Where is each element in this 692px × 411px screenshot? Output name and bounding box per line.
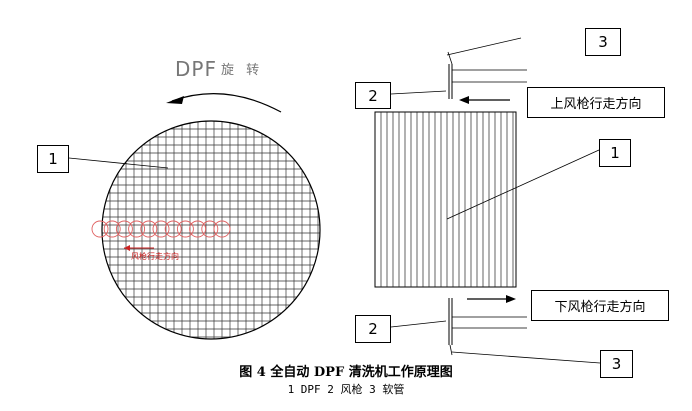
gun-ring <box>128 220 146 238</box>
gun-ring <box>152 220 170 238</box>
gun-direction-label: 风枪行走方向 <box>131 252 179 261</box>
upper-gun-hose <box>447 51 453 65</box>
figure-caption-title: 图 4 全自动 DPF 清洗机工作原理图 <box>239 365 453 380</box>
gun-ring <box>189 220 207 238</box>
leader-upper-hose <box>446 37 522 56</box>
lower-gun-hose <box>449 344 453 356</box>
upper-direction-arrowhead <box>459 96 469 104</box>
dpf-face-outline <box>101 120 321 340</box>
leader-left-filter <box>68 157 169 169</box>
callout-left-filter: 1 <box>37 145 69 173</box>
dpf-face-grid <box>102 121 320 339</box>
leader-right-filter <box>446 149 600 220</box>
gun-ring <box>164 220 182 238</box>
leader-lower-hose <box>451 351 601 364</box>
dpf-side-body <box>374 111 517 288</box>
gun-ring <box>103 220 121 238</box>
upper-direction-label: 上风枪行走方向 <box>527 87 665 118</box>
callout-lower-gun: 2 <box>355 315 391 343</box>
gun-ring <box>115 220 133 238</box>
dpf-side-channels <box>380 112 514 287</box>
leader-upper-gun <box>390 90 447 95</box>
callout-right-filter: 1 <box>599 139 631 167</box>
callout-lower-hose: 3 <box>600 350 633 378</box>
rotation-label-suffix: 旋 转 <box>220 63 264 78</box>
callout-upper-gun: 2 <box>355 82 391 109</box>
rotation-arrowhead <box>166 96 184 104</box>
gun-direction-arrowhead <box>124 245 130 251</box>
lower-direction-arrowhead <box>506 295 516 303</box>
gun-ring <box>91 220 109 238</box>
callout-upper-hose: 3 <box>585 28 621 56</box>
gun-ring <box>201 220 219 238</box>
wind-gun-rings <box>91 220 231 238</box>
leader-lower-gun <box>390 320 447 328</box>
gun-ring <box>176 220 194 238</box>
figure-caption-legend: 1 DPF 2 风枪 3 软管 <box>287 383 405 396</box>
lower-direction-label: 下风枪行走方向 <box>531 290 669 321</box>
gun-ring <box>140 220 158 238</box>
gun-ring <box>213 220 231 238</box>
rotation-label-main: DPF <box>175 57 217 81</box>
rotation-arc <box>171 93 282 113</box>
